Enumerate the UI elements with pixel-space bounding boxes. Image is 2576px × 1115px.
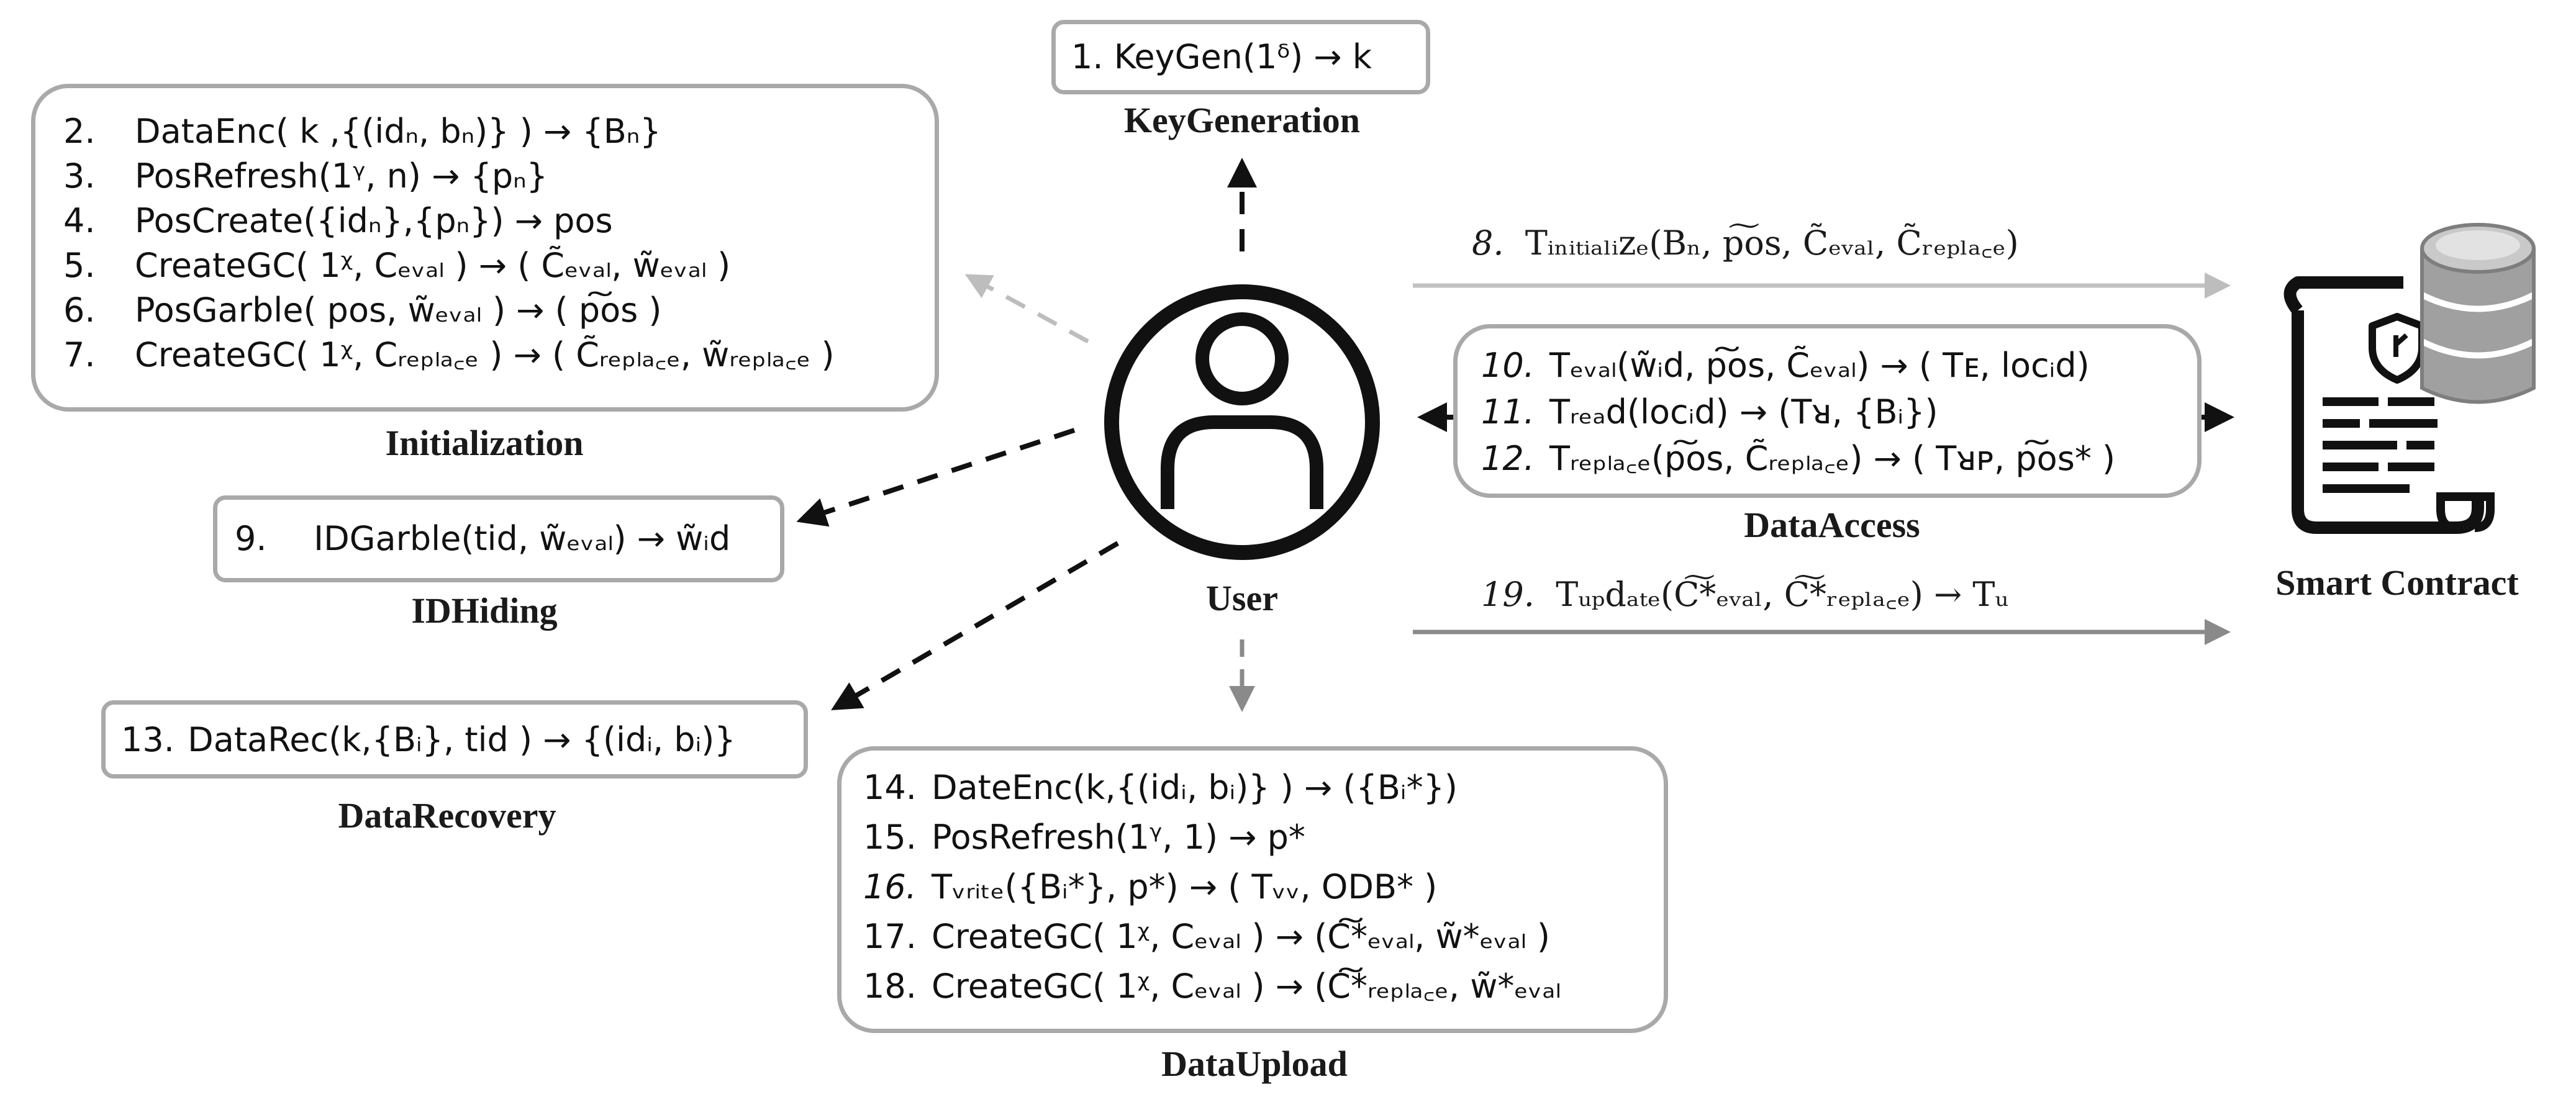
datarecovery-step: 13. (121, 720, 175, 759)
arrow-to-datarecovery (831, 541, 1120, 711)
idhiding-formula: IDGarble(tid, w̃ₑᵥₐₗ) → w̃ᵢd (314, 519, 731, 558)
init-step: 4.PosCreate({idₙ},{pₙ}) → pos (63, 201, 613, 240)
upload-step: 18.CreateGC( 1ᵡ, Cₑᵥₐₗ ) → (C͠*ᵣₑₚₗₐ꜀ₑ, … (863, 967, 1561, 1006)
keygen-label: KeyGeneration (1123, 100, 1361, 140)
user-icon (1104, 284, 1380, 560)
init-step: 3.PosRefresh(1ᵞ, n) → {pₙ} (63, 156, 548, 196)
keygen-box: 1. KeyGen(1ᵟ) → k (1051, 20, 1430, 94)
initialization-label: Initialization (385, 423, 584, 463)
idhiding-step: 9. (235, 519, 267, 558)
dataaccess-label: DataAccess (1744, 505, 1920, 545)
smart-contract-label: Smart Contract (2275, 562, 2519, 603)
keygen-formula: KeyGen(1ᵟ) → k (1113, 37, 1372, 76)
init-step: 5.CreateGC( 1ᵡ, Cₑᵥₐₗ ) → ( C̃ₑᵥₐₗ, w̃ₑᵥ… (63, 246, 731, 285)
dataupload-label: DataUpload (1161, 1044, 1348, 1084)
upload-step: 17.CreateGC( 1ᵡ, Cₑᵥₐₗ ) → (C͠*ₑᵥₐₗ, w̃*… (863, 917, 1550, 956)
upload-step: 14.DateEnc(k,{(idᵢ, bᵢ)} ) → ({Bᵢ*}) (863, 768, 1458, 807)
access-step: 11.Tᵣₑₐd(locᵢd) → (Tᴚ, {Bᵢ}) (1481, 392, 1938, 431)
user-label: User (1206, 578, 1278, 618)
smart-contract-icon (2283, 223, 2536, 534)
init-step: 7.CreateGC( 1ᵡ, Cᵣₑₚₗₐ꜀ₑ ) → ( C̃ᵣₑₚₗₐ꜀ₑ… (63, 335, 835, 374)
update-tx-label: 19. Tᵤₚdₐₜₑ(C͠*ₑᵥₐₗ, C͠*ᵣₑₚₗₐ꜀ₑ) → Tᵤ (1481, 575, 2008, 614)
keygen-step: 1. (1071, 37, 1104, 76)
datarecovery-box: 13. DataRec(k,{Bᵢ}, tid ) → {(idᵢ, bᵢ)} (101, 700, 808, 779)
init-step: 6.PosGarble( pos, w̃ₑᵥₐₗ ) → ( p͠os ) (63, 291, 662, 330)
idhiding-label: IDHiding (411, 590, 558, 631)
datarecovery-formula: DataRec(k,{Bᵢ}, tid ) → {(idᵢ, bᵢ)} (188, 720, 736, 759)
upload-step: 15.PosRefresh(1ᵞ, 1) → p* (863, 818, 1305, 857)
initialize-tx-label: 8. Tᵢₙᵢₜᵢₐₗᵢzₑ(Bₙ, p͠os, C̃ₑᵥₐₗ, C̃ᵣₑₚₗₐ… (1472, 223, 2019, 263)
upload-step: 16.Tᵥᵣᵢₜₑ({Bᵢ*}, p*) → ( Tᵥᵥ, ODB* ) (863, 867, 1438, 906)
dataaccess-box: 10.Tₑᵥₐₗ(w̃ᵢd, p͠os, C̃ₑᵥₐₗ) → ( Tᴇ, loc… (1453, 324, 2202, 498)
access-step: 12.Tᵣₑₚₗₐ꜀ₑ(p͠os, C̃ᵣₑₚₗₐ꜀ₑ) → ( Tᴚᴘ, p͠… (1481, 439, 2116, 478)
dataupload-box: 14.DateEnc(k,{(idᵢ, bᵢ)} ) → ({Bᵢ*}) 15.… (837, 746, 1668, 1033)
access-step: 10.Tₑᵥₐₗ(w̃ᵢd, p͠os, C̃ₑᵥₐₗ) → ( Tᴇ, loc… (1481, 346, 2090, 385)
datarecovery-label: DataRecovery (338, 795, 556, 836)
init-step: 2.DataEnc( k ,{(idₙ, bₙ)} ) → {Bₙ} (63, 112, 661, 151)
initialization-box: 2.DataEnc( k ,{(idₙ, bₙ)} ) → {Bₙ} 3.Pos… (31, 84, 939, 412)
arrow-to-initialization (964, 274, 1089, 344)
idhiding-box: 9. IDGarble(tid, w̃ₑᵥₐₗ) → w̃ᵢd (213, 495, 784, 582)
arrow-to-idhiding (796, 428, 1076, 527)
